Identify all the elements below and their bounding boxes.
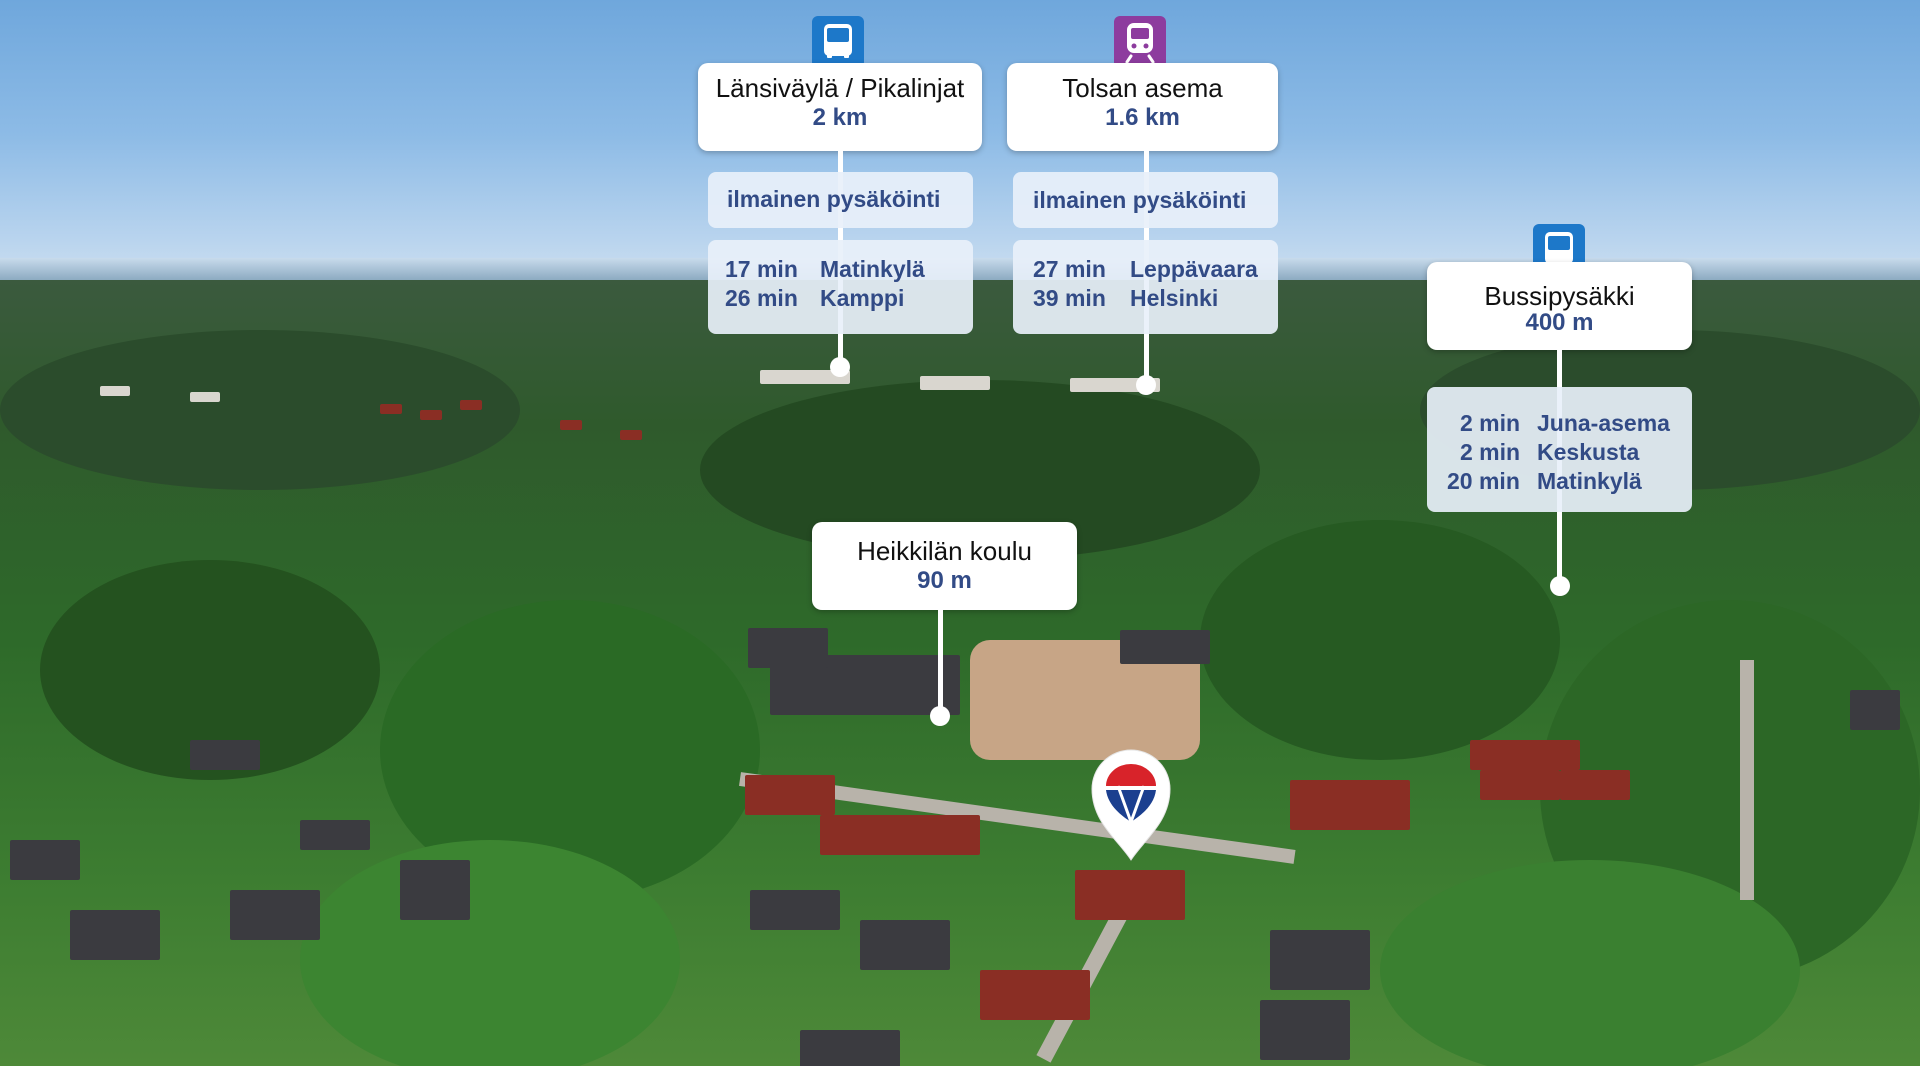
distant-house <box>620 430 642 440</box>
school-building <box>748 628 828 668</box>
distant-building <box>920 376 990 390</box>
route-destination: Helsinki <box>1130 285 1219 311</box>
house <box>800 1030 900 1070</box>
house <box>190 740 260 770</box>
poi-distance: 2 km <box>812 104 868 131</box>
house <box>400 860 470 920</box>
route-time: 2 min <box>1460 439 1521 465</box>
house <box>70 910 160 960</box>
house <box>1480 770 1560 800</box>
poi-title: Länsiväylä / Pikalinjat <box>715 73 965 103</box>
bus-icon <box>812 16 864 68</box>
train-icon <box>1114 16 1166 68</box>
tree-cluster <box>1380 860 1800 1080</box>
location-marker-dot <box>1550 576 1570 596</box>
apartment-building <box>1075 870 1185 920</box>
parking-label: ilmainen pysäköinti <box>727 186 941 212</box>
route-time: 20 min <box>1447 468 1520 494</box>
location-marker-dot <box>930 706 950 726</box>
poi-card-bussipysakki: Bussipysäkki 400 m <box>1427 262 1692 350</box>
route-time: 26 min <box>725 285 798 311</box>
travel-times-panel: 2 min Juna-asema 2 min Keskusta 20 min M… <box>1427 387 1692 512</box>
route-time: 17 min <box>725 256 798 282</box>
route-time: 39 min <box>1033 285 1106 311</box>
house <box>1850 690 1900 730</box>
house <box>230 890 320 940</box>
tree-cluster <box>1200 520 1560 760</box>
balloon-logo-icon <box>1106 764 1156 827</box>
route-destination: Juna-asema <box>1537 410 1670 436</box>
poi-card-tolsan-asema: Tolsan asema 1.6 km <box>1007 63 1278 151</box>
tree-cluster <box>0 330 520 490</box>
connector-line <box>938 610 943 710</box>
route-destination: Leppävaara <box>1130 256 1258 282</box>
parking-note: ilmainen pysäköinti <box>1013 172 1278 228</box>
travel-times-panel: 27 min Leppävaara 39 min Helsinki <box>1013 240 1278 334</box>
house <box>10 840 80 880</box>
route-destination: Matinkylä <box>1537 468 1642 494</box>
distant-building <box>760 370 850 384</box>
route-time: 27 min <box>1033 256 1106 282</box>
travel-times-panel: 17 min Matinkylä 26 min Kamppi <box>708 240 973 334</box>
distant-house <box>460 400 482 410</box>
house <box>980 970 1090 1020</box>
distant-house <box>420 410 442 420</box>
distant-house <box>380 404 402 414</box>
route-destination: Kamppi <box>820 285 905 311</box>
apartment-building <box>1290 780 1410 830</box>
route-destination: Matinkylä <box>820 256 925 282</box>
bottom-border <box>0 1066 1920 1080</box>
apartment-building <box>1470 740 1580 770</box>
school-building <box>1120 630 1210 664</box>
poi-title: Heikkilän koulu <box>857 536 1032 566</box>
parking-note: ilmainen pysäköinti <box>708 172 973 228</box>
poi-distance: 90 m <box>917 567 972 594</box>
apartment-building <box>745 775 835 815</box>
house <box>750 890 840 930</box>
poi-distance: 1.6 km <box>1105 104 1180 131</box>
location-marker-dot <box>830 357 850 377</box>
poi-distance: 400 m <box>1525 309 1594 336</box>
location-marker-dot <box>1136 375 1156 395</box>
route-destination: Keskusta <box>1537 439 1640 465</box>
tree-cluster <box>300 840 680 1080</box>
house <box>1560 770 1630 800</box>
apartment-building <box>820 815 980 855</box>
house <box>1260 1000 1350 1060</box>
house <box>1270 930 1370 990</box>
property-pin <box>1091 749 1171 861</box>
distant-house <box>100 386 130 396</box>
route-time: 2 min <box>1460 410 1521 436</box>
house <box>860 920 950 970</box>
distant-house <box>560 420 582 430</box>
house <box>300 820 370 850</box>
distant-house <box>190 392 220 402</box>
poi-title: Bussipysäkki <box>1484 281 1635 311</box>
poi-card-lansivayla: Länsiväylä / Pikalinjat 2 km <box>698 63 982 151</box>
road <box>1740 660 1754 900</box>
parking-label: ilmainen pysäköinti <box>1033 187 1247 213</box>
poi-title: Tolsan asema <box>1062 73 1223 103</box>
poi-card-heikkilan-koulu: Heikkilän koulu 90 m <box>812 522 1077 610</box>
